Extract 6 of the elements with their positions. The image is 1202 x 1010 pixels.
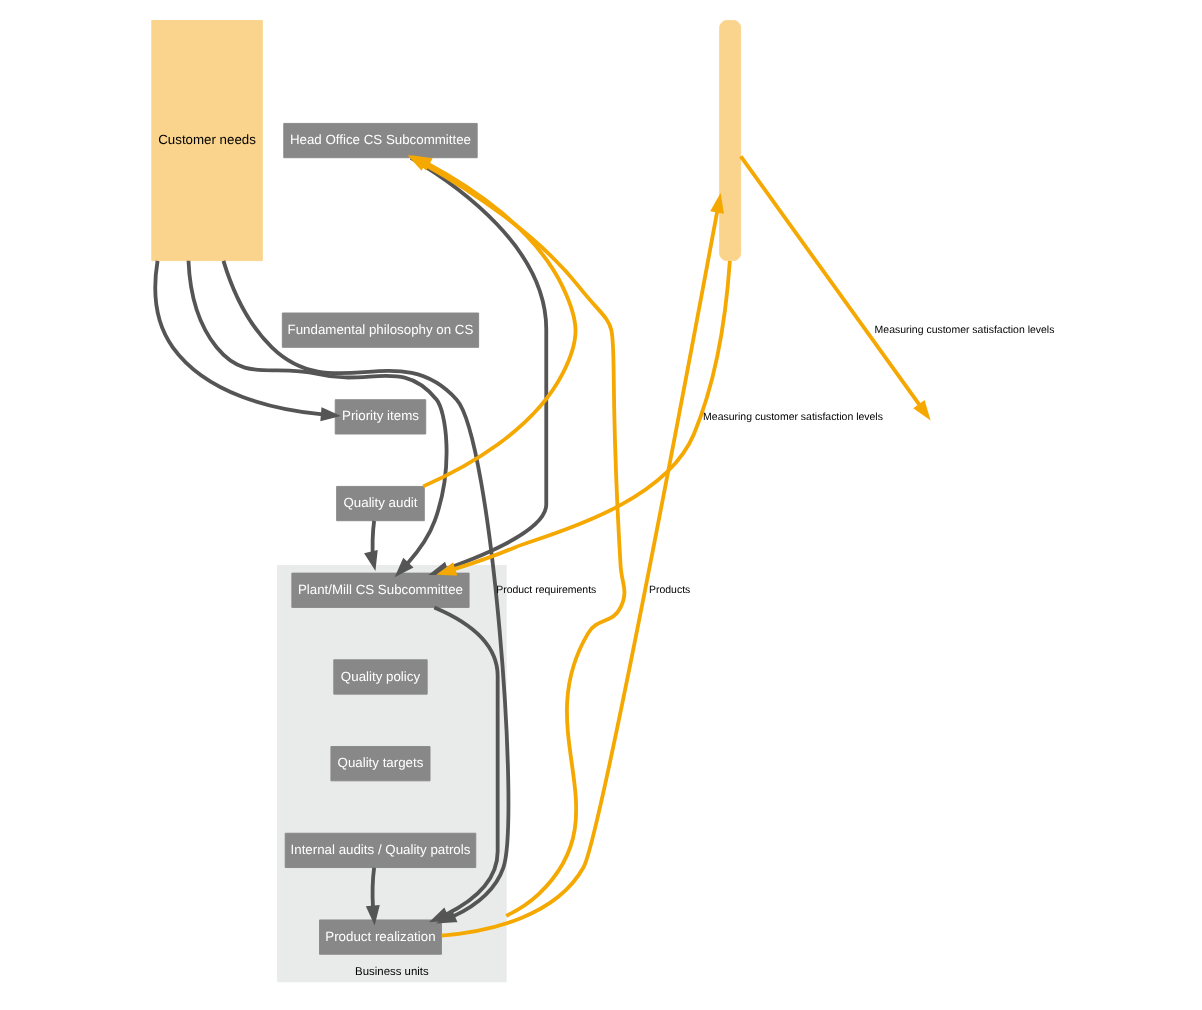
arrow (152, 260, 340, 422)
node-bar (718, 20, 741, 262)
arrow (435, 260, 731, 576)
arrow (363, 520, 377, 572)
arrow (364, 867, 379, 926)
arrow (440, 192, 723, 938)
